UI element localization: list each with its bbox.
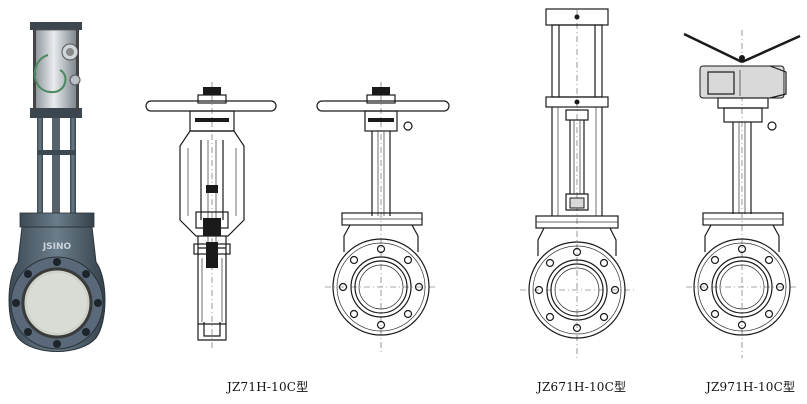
photo-brand-text: JSINO bbox=[42, 242, 72, 252]
caption-electric-model: JZ971H-10C型 bbox=[706, 380, 796, 394]
caption-manual-model: JZ71H-10C型 bbox=[227, 380, 309, 394]
bolt-holes bbox=[338, 244, 424, 330]
caption-pneumatic-model: JZ671H-10C型 bbox=[537, 380, 627, 394]
pneumatic-front-view bbox=[520, 8, 634, 358]
handwheel-front-view bbox=[316, 82, 450, 355]
handwheel-side-view bbox=[145, 82, 277, 350]
bolt-holes bbox=[534, 247, 620, 333]
electric-front-view bbox=[683, 30, 801, 358]
bolt-holes bbox=[699, 244, 785, 330]
valve-photo: JSINO bbox=[8, 22, 106, 352]
